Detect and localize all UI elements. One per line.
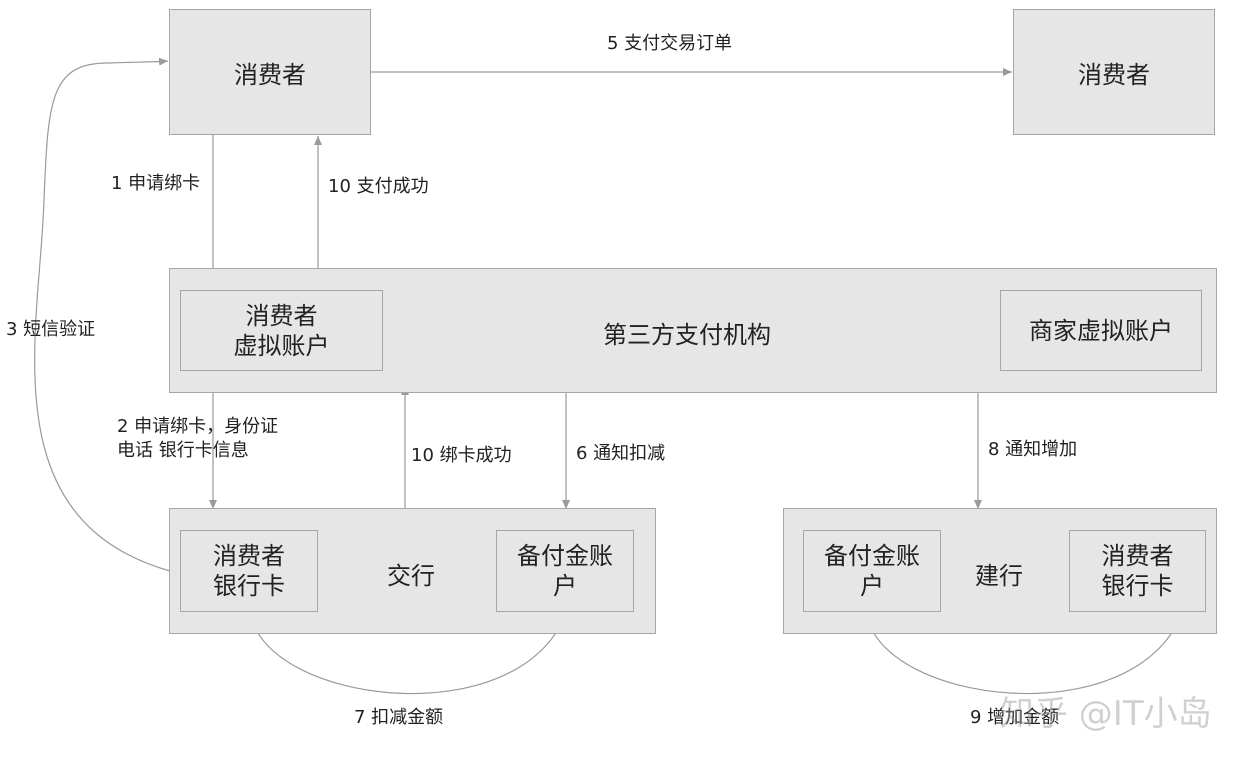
zhihu-watermark: 知乎 @IT小岛 (1000, 694, 1212, 734)
arrow-step3 (34, 57, 171, 572)
ccb-consumer-card-line2: 银行卡 (1101, 572, 1174, 600)
bocom-consumer-card-line1: 消费者 (213, 542, 285, 570)
label-step7: 7 扣减金额 (354, 707, 444, 728)
consumer-virtual-account-line1: 消费者 (245, 301, 318, 330)
ccb-consumer-card-line1: 消费者 (1101, 542, 1174, 570)
bocom-consumer-card-box: 消费者 银行卡 (180, 530, 318, 612)
consumer-top-box: 消费者 (169, 9, 371, 135)
arrow-step7 (249, 611, 567, 695)
consumer-right-box: 消费者 (1013, 9, 1215, 135)
merchant-virtual-account-label: 商家虚拟账户 (1029, 316, 1173, 345)
bocom-reserve-account-line2: 户 (553, 572, 577, 600)
label-step2-line2: 电话 银行卡信息 (117, 440, 249, 461)
label-step5: 5 支付交易订单 (607, 33, 733, 54)
ccb-reserve-account-line1: 备付金账 (824, 542, 920, 570)
bocom-consumer-card-line2: 银行卡 (213, 572, 285, 600)
label-step3: 3 短信验证 (6, 319, 96, 340)
consumer-right-label: 消费者 (1078, 60, 1150, 89)
ccb-reserve-account-line2: 户 (860, 572, 884, 600)
label-step10-pay: 10 支付成功 (328, 176, 429, 197)
label-step6: 6 通知扣减 (576, 443, 666, 464)
bocom-reserve-account-box: 备付金账 户 (496, 530, 634, 612)
ccb-bank-label: 建行 (975, 562, 1023, 590)
ccb-reserve-account-box: 备付金账 户 (803, 530, 941, 612)
label-step1: 1 申请绑卡 (111, 173, 201, 194)
bocom-reserve-account-line1: 备付金账 (517, 542, 613, 570)
label-step2-line1: 2 申请绑卡，身份证 (117, 416, 279, 437)
label-step9: 9 增加金额 (970, 707, 1060, 728)
consumer-virtual-account-line2: 虚拟账户 (233, 331, 330, 360)
consumer-top-label: 消费者 (234, 60, 306, 89)
label-step10-bind: 10 绑卡成功 (411, 445, 512, 466)
merchant-virtual-account-box: 商家虚拟账户 (1000, 290, 1202, 371)
bocom-bank-label: 交行 (387, 562, 435, 590)
label-step8: 8 通知增加 (988, 439, 1078, 460)
ccb-consumer-card-box: 消费者 银行卡 (1069, 530, 1206, 612)
arrow-step9 (865, 611, 1183, 695)
consumer-virtual-account-box: 消费者 虚拟账户 (180, 290, 383, 371)
third-party-payment-label: 第三方支付机构 (603, 321, 771, 349)
